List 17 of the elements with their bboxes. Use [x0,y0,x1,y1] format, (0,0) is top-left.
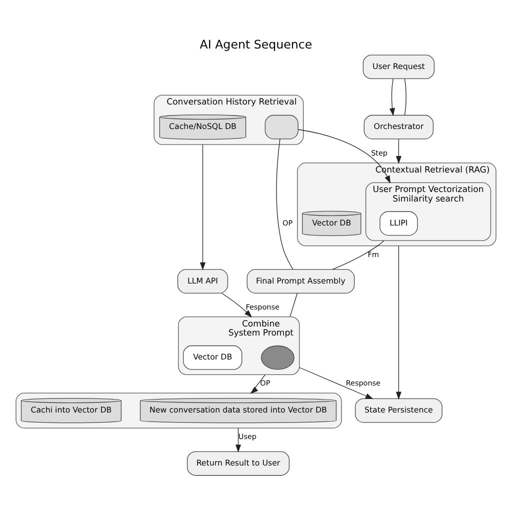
arrow [299,367,374,400]
connector [276,138,294,270]
arrow [396,245,402,400]
node-bubble [260,345,294,370]
arrow [221,292,252,318]
arrow [298,129,391,184]
connector [290,293,298,318]
arrow [200,144,206,270]
arrow [250,374,266,394]
connector [404,78,406,116]
arrow [235,428,242,453]
cluster [16,392,342,428]
diagram-title: AI Agent Sequence [200,38,312,52]
connector [332,240,384,270]
arrow [396,138,402,164]
node-box [264,114,298,140]
arrow [390,78,395,116]
